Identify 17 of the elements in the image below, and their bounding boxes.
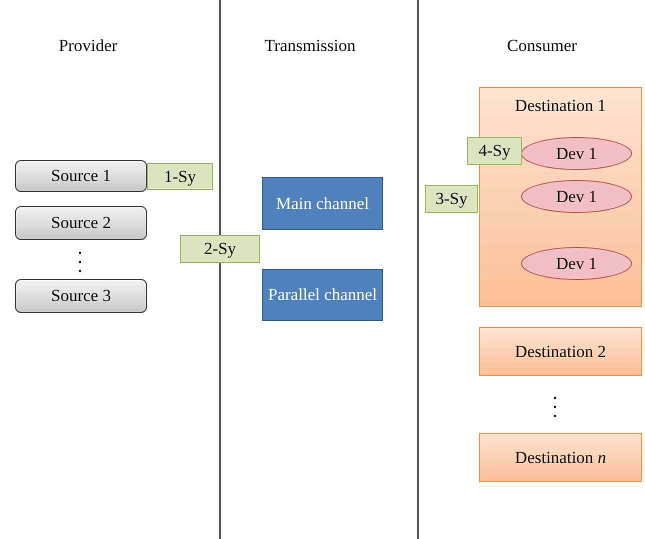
destination-box: Destination 2 — [479, 327, 642, 376]
source-box: Source 1 — [15, 160, 147, 192]
column-heading: Consumer — [507, 36, 577, 56]
destination-box: Destination n — [479, 433, 642, 482]
device-ellipse: Dev 1 — [521, 247, 632, 280]
channel-box: Main channel — [262, 177, 383, 230]
channel-box: Parallel channel — [262, 269, 383, 321]
sync-tag: 1-Sy — [147, 163, 213, 190]
sync-tag: 2-Sy — [180, 235, 260, 263]
column-heading: Provider — [58, 36, 118, 56]
sync-tag: 3-Sy — [425, 185, 478, 213]
source-box: Source 3 — [15, 279, 147, 313]
device-ellipse: Dev 1 — [521, 137, 632, 170]
sync-tag: 4-Sy — [467, 137, 522, 165]
device-ellipse: Dev 1 — [521, 180, 632, 213]
source-box: Source 2 — [15, 206, 147, 240]
column-heading: Transmission — [264, 36, 356, 56]
